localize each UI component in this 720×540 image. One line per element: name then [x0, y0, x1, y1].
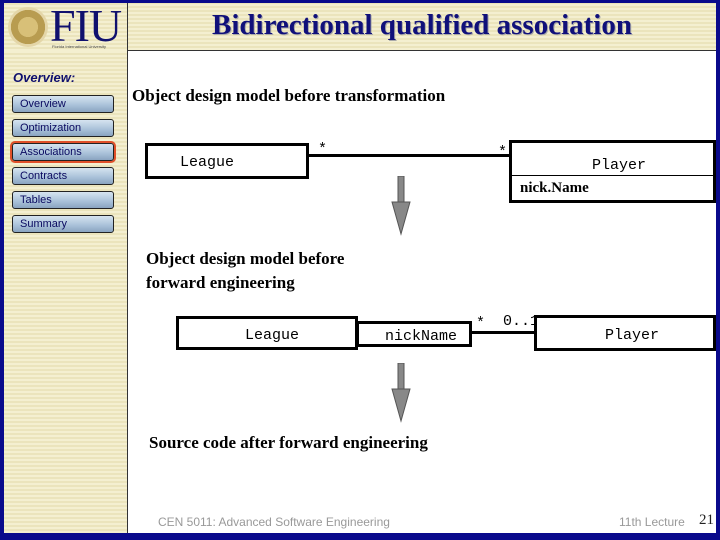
- sidebar-item-summary[interactable]: Summary: [12, 215, 114, 233]
- multiplicity-right: *: [498, 144, 508, 161]
- class-player: Player: [509, 140, 716, 176]
- association-line-2: [471, 331, 535, 334]
- fiu-logo: FIU Florida International University: [4, 3, 128, 51]
- sidebar-item-optimization[interactable]: Optimization: [12, 119, 114, 137]
- section-heading-3: Source code after forward engineering: [149, 433, 428, 452]
- sidebar: Overview: Overview Optimization Associat…: [4, 51, 128, 533]
- logo-subtitle: Florida International University: [52, 44, 107, 49]
- sidebar-item-associations[interactable]: Associations: [12, 143, 114, 161]
- class-league-2: League: [176, 316, 358, 350]
- sidebar-item-overview[interactable]: Overview: [12, 95, 114, 113]
- section-heading-2-line2: forward engineering: [146, 273, 295, 292]
- multiplicity-left: *: [318, 141, 328, 158]
- down-arrow-icon: [391, 363, 411, 423]
- sidebar-item-tables[interactable]: Tables: [12, 191, 114, 209]
- class-player-2: Player: [534, 315, 716, 351]
- header: FIU Florida International University Bid…: [4, 3, 716, 51]
- multiplicity-left-2: *: [476, 315, 486, 332]
- sidebar-heading: Overview:: [13, 70, 76, 85]
- sidebar-item-contracts[interactable]: Contracts: [12, 167, 114, 185]
- multiplicity-right-2: 0..1: [503, 313, 540, 330]
- slide: FIU Florida International University Bid…: [4, 3, 716, 533]
- class-league: League: [145, 143, 309, 179]
- footer-lecture: 11th Lecture: [619, 515, 685, 529]
- page-number: 21: [699, 512, 714, 528]
- university-seal-icon: [8, 7, 48, 47]
- down-arrow-icon: [391, 176, 411, 236]
- section-heading-1: Object design model before transformatio…: [132, 86, 446, 105]
- footer-course: CEN 5011: Advanced Software Engineering: [158, 515, 390, 529]
- qualifier-nickname: nick.Name: [509, 175, 716, 203]
- slide-title: Bidirectional qualified association: [211, 9, 632, 41]
- logo-text: FIU: [50, 3, 122, 51]
- association-line: [308, 154, 514, 157]
- qualifier-nickname-2: nickName: [356, 321, 472, 347]
- section-heading-2-line1: Object design model before: [146, 249, 345, 268]
